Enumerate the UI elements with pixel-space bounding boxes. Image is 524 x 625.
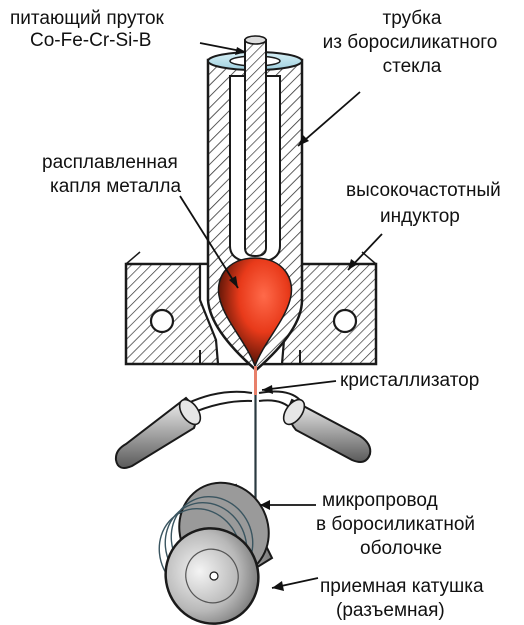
label-tube-line1: трубка xyxy=(300,8,524,29)
label-tube-line2: из боросиликатного xyxy=(296,32,524,53)
label-crystallizer: кристаллизатор xyxy=(340,370,479,391)
arrow-tube xyxy=(298,92,360,146)
coil-hole-left xyxy=(151,310,173,332)
label-inductor-line1: высокочастотный xyxy=(346,180,501,201)
label-spool-line1: приемная катушка xyxy=(320,576,484,597)
label-feed-rod-name: питающий пруток xyxy=(10,8,164,29)
label-wire-line3: оболочке xyxy=(360,538,442,559)
label-wire-line2: в боросиликатной xyxy=(316,514,475,535)
crystallizer xyxy=(116,392,370,468)
label-tube-line3: стекла xyxy=(300,56,524,77)
label-feed-rod-alloy: Co-Fe-Cr-Si-B xyxy=(30,30,151,51)
label-wire-line1: микропровод xyxy=(322,490,438,511)
receiving-spool xyxy=(145,468,284,625)
coil-hole-right xyxy=(334,310,356,332)
label-drop-line1: расплавленная xyxy=(42,152,178,173)
label-drop-line2: капля металла xyxy=(50,176,181,197)
label-inductor-line2: индуктор xyxy=(380,206,460,227)
arrow-crystallizer xyxy=(262,381,336,390)
label-spool-line2: (разъемная) xyxy=(336,600,445,621)
feed-rod xyxy=(245,36,266,256)
